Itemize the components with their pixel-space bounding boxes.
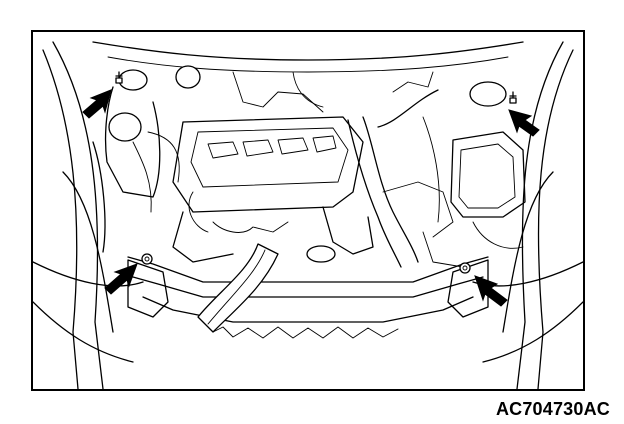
engine-block [172,71,374,263]
arrow-icon [474,275,508,307]
intake-hose [197,243,279,333]
engine-compartment-drawing [33,41,583,389]
figure-code: AC704730AC [495,399,610,419]
air-cleaner [347,71,526,268]
bolts [115,71,517,274]
body-panels [33,41,583,389]
arrow-icon [508,109,540,137]
diagram-frame [31,30,585,391]
radiator-support [127,256,489,339]
arrow-icon [82,89,112,119]
arrow-icon [104,263,138,295]
